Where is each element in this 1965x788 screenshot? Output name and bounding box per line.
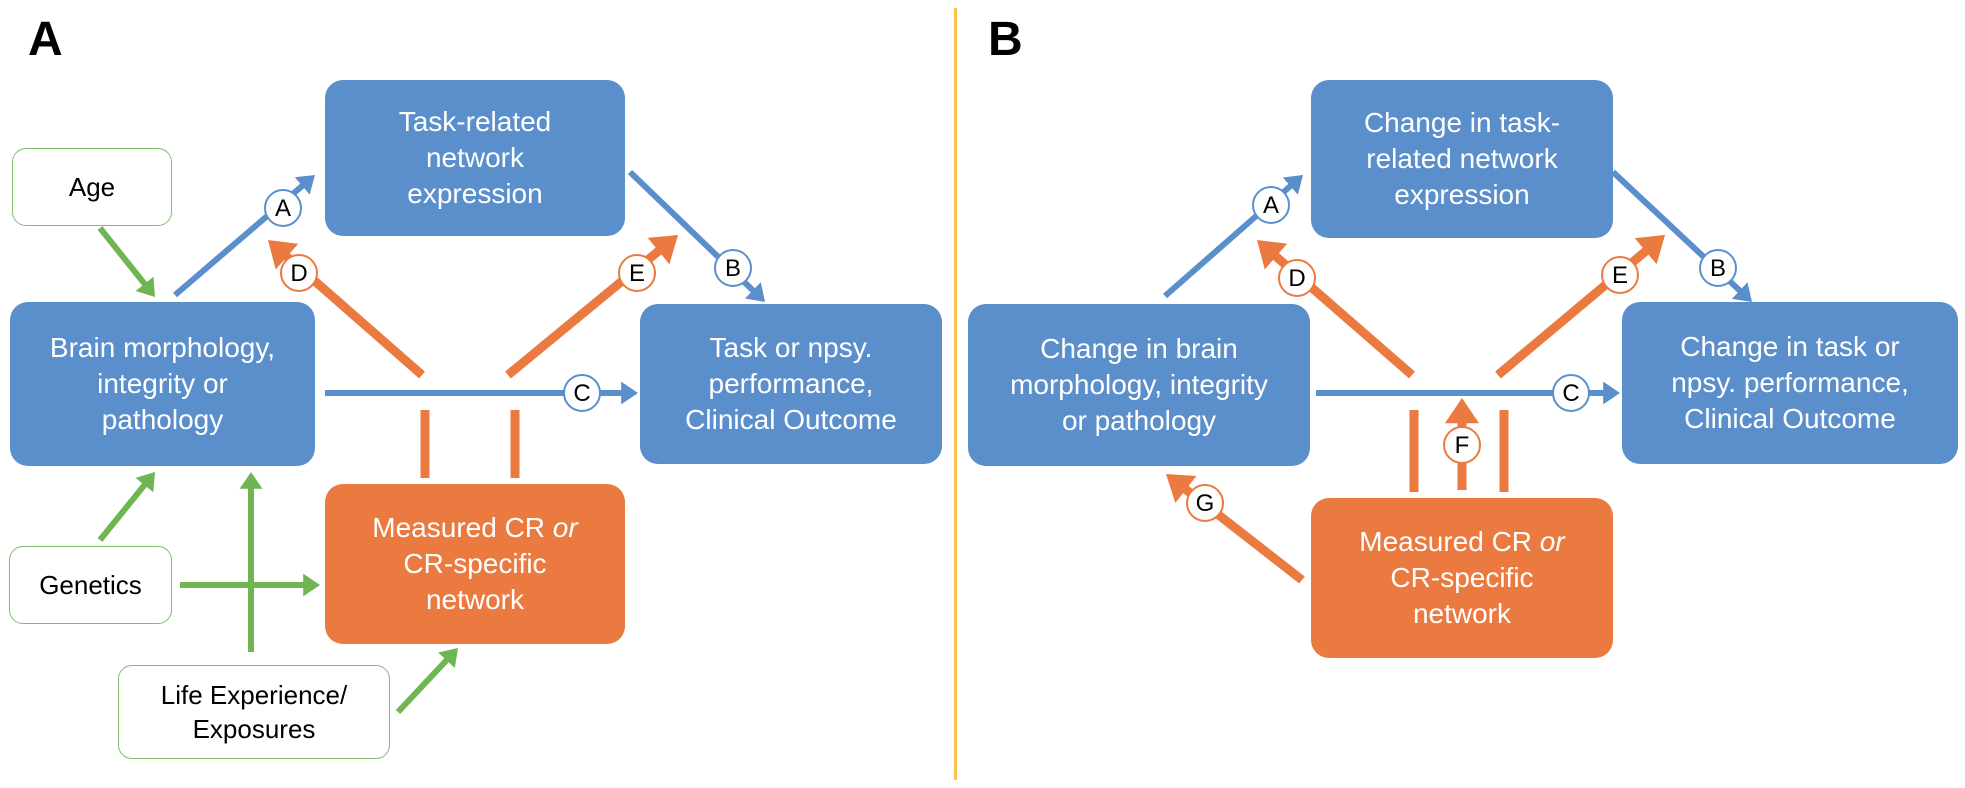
cr-label-start: Measured CR xyxy=(1359,526,1540,557)
path-d-label: D xyxy=(280,254,318,292)
path-a-label: A xyxy=(1252,186,1290,224)
panel-a-network-box: Task-related network expression xyxy=(325,80,625,236)
path-a-label-text: A xyxy=(1263,192,1279,219)
path-g-label: G xyxy=(1186,484,1224,522)
arrow-a-genetics-cr xyxy=(180,573,320,597)
panel-a-outcome-box: Task or npsy. performance, Clinical Outc… xyxy=(640,304,942,464)
path-g-label-text: G xyxy=(1196,490,1215,517)
path-c-label: C xyxy=(563,374,601,412)
path-c-label: C xyxy=(1552,374,1590,412)
panel-b-letter: B xyxy=(988,13,1023,66)
path-d-label: D xyxy=(1278,259,1316,297)
path-a-label-text: A xyxy=(275,195,291,222)
panel-a-brain-box: Brain morphology, integrity or pathology xyxy=(10,302,315,466)
arrow-a-life-brain xyxy=(239,472,263,652)
path-f-label-text: F xyxy=(1455,432,1470,459)
path-c-label-text: C xyxy=(1562,380,1579,407)
path-e-label: E xyxy=(1601,256,1639,294)
cr-label-end: CR-specific network xyxy=(403,548,547,615)
path-e-label-text: E xyxy=(629,260,645,287)
cr-label-or: or xyxy=(552,512,578,543)
path-f-label: F xyxy=(1443,426,1481,464)
path-b-label: B xyxy=(714,249,752,287)
panel-b-outcome-box: Change in task or npsy. performance, Cli… xyxy=(1622,302,1958,464)
arrow-a-age xyxy=(97,226,155,297)
path-c-label-text: C xyxy=(573,380,590,407)
panel-a-cr-box: Measured CR or CR-specific network xyxy=(325,484,625,644)
arrow-b-path-g xyxy=(1166,474,1305,584)
cr-label-or: or xyxy=(1539,526,1565,557)
panel-a-letter: A xyxy=(28,13,63,66)
path-d-label-text: D xyxy=(1288,265,1305,292)
panel-b-cr-box: Measured CR or CR-specific network xyxy=(1311,498,1613,658)
path-b-label: B xyxy=(1699,249,1737,287)
path-a-label: A xyxy=(264,189,302,227)
arrow-a-life-cr xyxy=(395,648,458,715)
path-d-label-text: D xyxy=(290,260,307,287)
panel-a-life-box: Life Experience/ Exposures xyxy=(118,665,390,759)
panel-b-brain-box: Change in brain morphology, integrity or… xyxy=(968,304,1310,466)
panel-a-age-box: Age xyxy=(12,148,172,226)
cr-label-end: CR-specific network xyxy=(1390,562,1534,629)
panel-b-network-box: Change in task- related network expressi… xyxy=(1311,80,1613,238)
panel-a-genetics-box: Genetics xyxy=(9,546,172,624)
path-e-label: E xyxy=(618,254,656,292)
path-e-label-text: E xyxy=(1612,262,1628,289)
cr-label-start: Measured CR xyxy=(372,512,553,543)
panel-divider xyxy=(954,8,957,780)
path-b-label-text: B xyxy=(725,255,741,282)
path-b-label-text: B xyxy=(1710,255,1726,282)
arrow-a-genetics-brain xyxy=(97,472,155,542)
